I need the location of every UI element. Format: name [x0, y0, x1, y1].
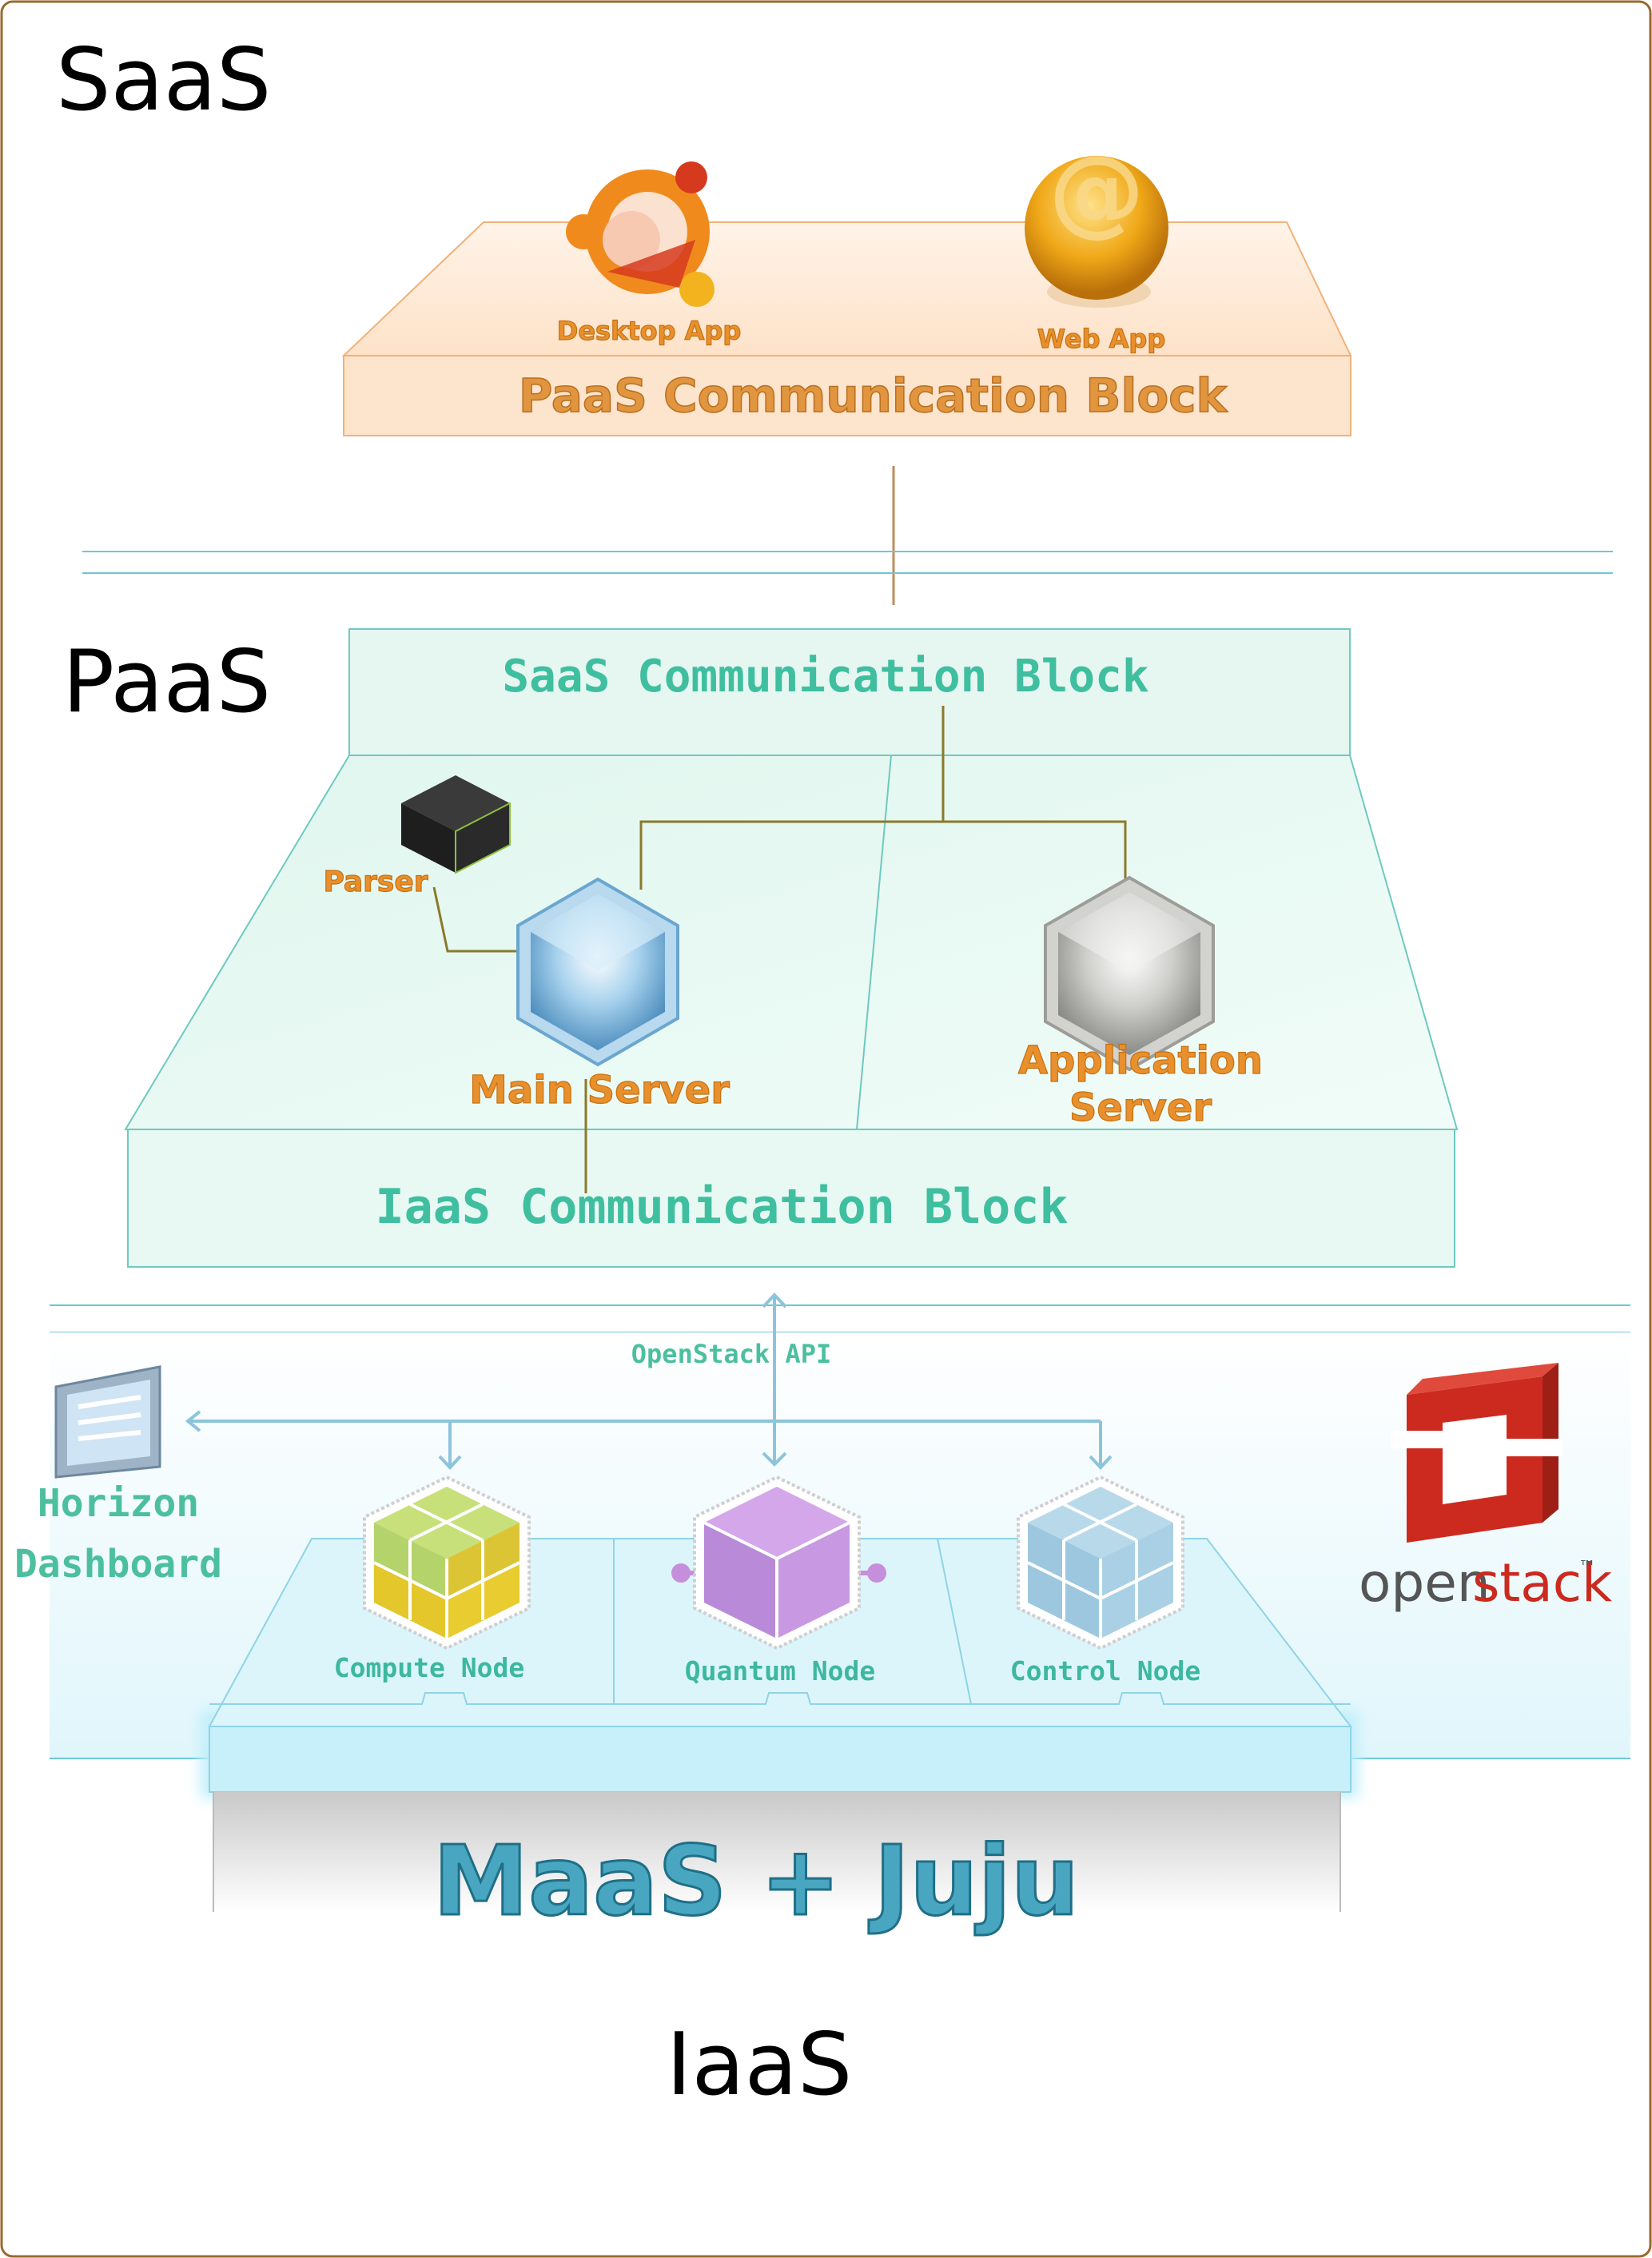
- paas-connectors: [432, 706, 1127, 1193]
- application-server-label-line2: Server: [1069, 1085, 1212, 1130]
- quantum-node-icon: [671, 1475, 886, 1651]
- horizon-dashboard-icon: [54, 1365, 161, 1479]
- openstack-logo-text-open: open: [1359, 1552, 1491, 1614]
- saas-communication-block: SaaS Communication Block: [348, 628, 1351, 756]
- saas-layer-title: SaaS: [56, 30, 271, 130]
- application-server-label-line1: Application: [1018, 1038, 1263, 1083]
- application-server-icon: [1044, 875, 1215, 1072]
- paas-communication-block-title: PaaS Communication Block: [519, 368, 1228, 423]
- openstack-logo-icon: [1391, 1363, 1562, 1543]
- control-node-icon: [1017, 1475, 1184, 1651]
- horizon-label-line2: Dashboard: [14, 1542, 222, 1587]
- openstack-logo-text-stack: stack: [1472, 1552, 1613, 1614]
- openstack-api-label: OpenStack API: [631, 1339, 831, 1369]
- maas-juju-base: [213, 1792, 1341, 1912]
- maas-juju-label: MaaS + Juju: [433, 1826, 1080, 1937]
- paas-communication-block: PaaS Communication Block: [341, 221, 1352, 436]
- compute-node-label: Compute Node: [334, 1652, 524, 1683]
- web-app-label: Web App: [1037, 324, 1165, 354]
- web-app-icon: @: [1025, 136, 1168, 308]
- horizon-label-line1: Horizon: [38, 1481, 199, 1526]
- quantum-node-label: Quantum Node: [685, 1655, 875, 1687]
- openstack-api-arrow: [762, 1292, 787, 1467]
- main-server-icon: [516, 877, 679, 1067]
- iaas-layer-title: IaaS: [667, 2015, 853, 2115]
- control-node-label: Control Node: [1010, 1655, 1200, 1687]
- desktop-app-label: Desktop App: [557, 316, 742, 346]
- desktop-app-icon: [566, 161, 715, 307]
- node-distribution-arrows: [185, 1410, 1113, 1470]
- parser-label: Parser: [323, 866, 428, 898]
- openstack-trademark: ™: [1578, 1558, 1596, 1578]
- paas-layer-title: PaaS: [62, 632, 271, 732]
- svg-text:@: @: [1049, 136, 1144, 247]
- paas-platform: IaaS Communication Block: [124, 755, 1459, 1268]
- iaas-communication-block-title: IaaS Communication Block: [376, 1179, 1069, 1235]
- main-server-label: Main Server: [469, 1068, 730, 1113]
- compute-node-icon: [363, 1475, 531, 1651]
- saas-communication-block-title: SaaS Communication Block: [502, 651, 1148, 703]
- parser-icon: [401, 775, 511, 874]
